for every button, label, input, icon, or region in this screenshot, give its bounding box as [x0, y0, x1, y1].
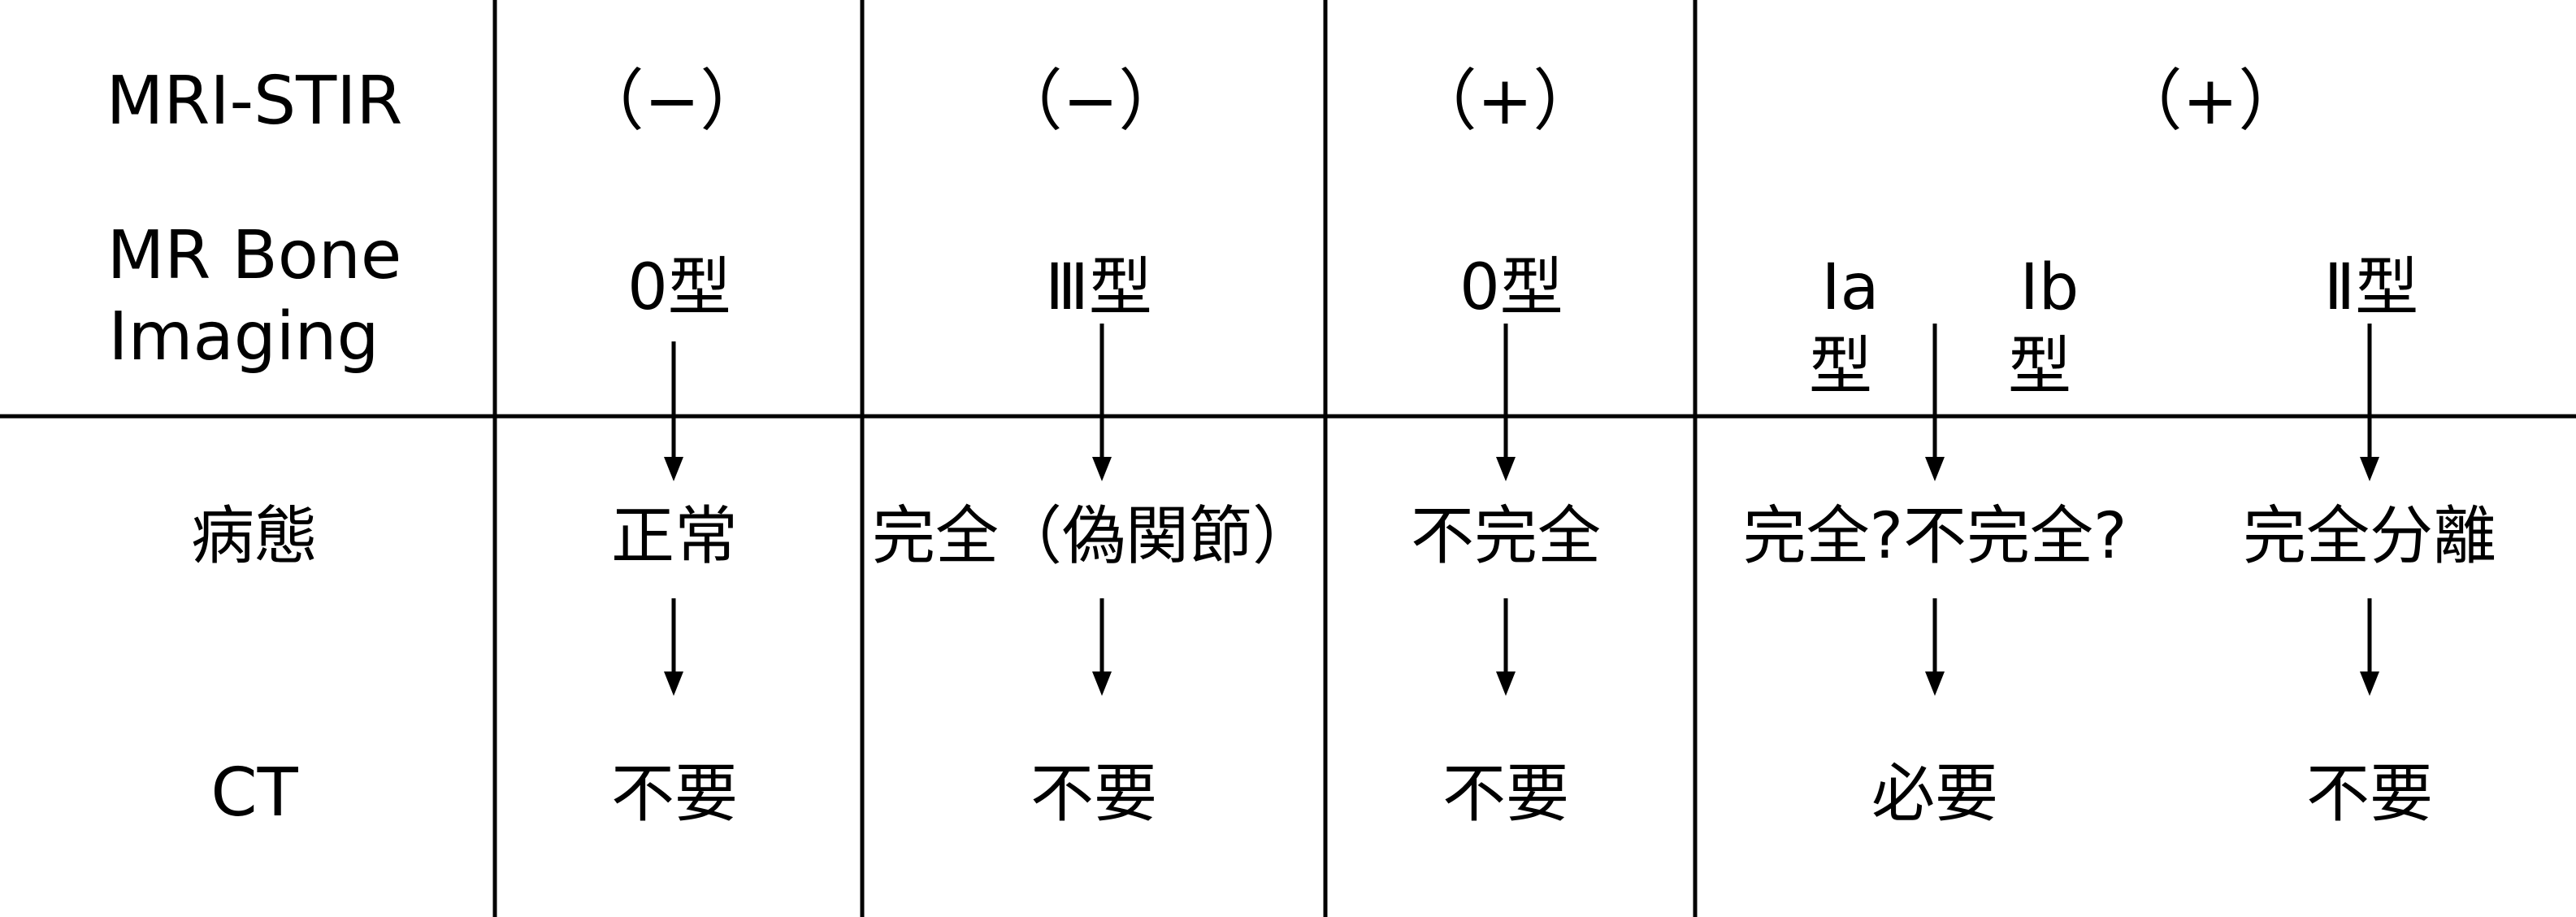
- col4-bone-type-ia-line1: Ⅰa: [1822, 251, 1880, 324]
- col4-bone-type-ia-line2: 型: [1809, 330, 1872, 403]
- row-label-pathology: 病態: [191, 500, 318, 573]
- col5-pathology: 完全分離: [2243, 500, 2496, 573]
- arrow-col5-upper: [2360, 324, 2379, 481]
- col4-bone-type-ib-line2: 型: [2008, 330, 2071, 403]
- row-label-mr-bone-imaging-line1: MR Bone: [107, 217, 402, 294]
- col3-pathology: 不完全: [1411, 500, 1601, 573]
- col4-stir-value: （+）: [2116, 63, 2305, 140]
- arrow-col2-lower: [1092, 598, 1112, 696]
- arrow-col5-lower: [2360, 598, 2379, 696]
- col4-bone-type-ib-line1: Ⅰb: [2020, 251, 2079, 324]
- col3-stir-value: （+）: [1411, 63, 1600, 140]
- col2-ct: 不要: [1030, 758, 1157, 831]
- arrow-col4-lower: [1925, 598, 1945, 696]
- col5-ct: 不要: [2306, 758, 2433, 831]
- arrow-col1-upper: [664, 341, 683, 481]
- col4-ct: 必要: [1871, 758, 1998, 831]
- row-label-mri-stir: MRI-STIR: [106, 63, 403, 140]
- col1-pathology: 正常: [611, 500, 738, 573]
- col5-bone-type: Ⅱ型: [2324, 251, 2418, 324]
- arrow-col3-upper: [1496, 324, 1516, 481]
- col3-bone-type: 0型: [1459, 251, 1563, 324]
- arrow-col3-lower: [1496, 598, 1516, 696]
- col2-bone-type: Ⅲ型: [1045, 251, 1152, 324]
- col1-ct: 不要: [611, 758, 738, 831]
- col4-pathology: 完全?不完全?: [1743, 500, 2127, 573]
- col2-pathology: 完全（偽関節）: [872, 500, 1316, 573]
- row-label-ct: CT: [210, 754, 298, 832]
- col2-stir-value: （−）: [996, 63, 1186, 140]
- arrow-col1-lower: [664, 598, 683, 696]
- row-label-mr-bone-imaging-line2: Imaging: [108, 298, 379, 376]
- col1-bone-type: 0型: [627, 251, 731, 324]
- arrow-col4-upper: [1925, 324, 1945, 481]
- col1-stir-value: （−）: [578, 63, 767, 140]
- arrow-col2-upper: [1092, 324, 1112, 481]
- col3-ct: 不要: [1442, 758, 1569, 831]
